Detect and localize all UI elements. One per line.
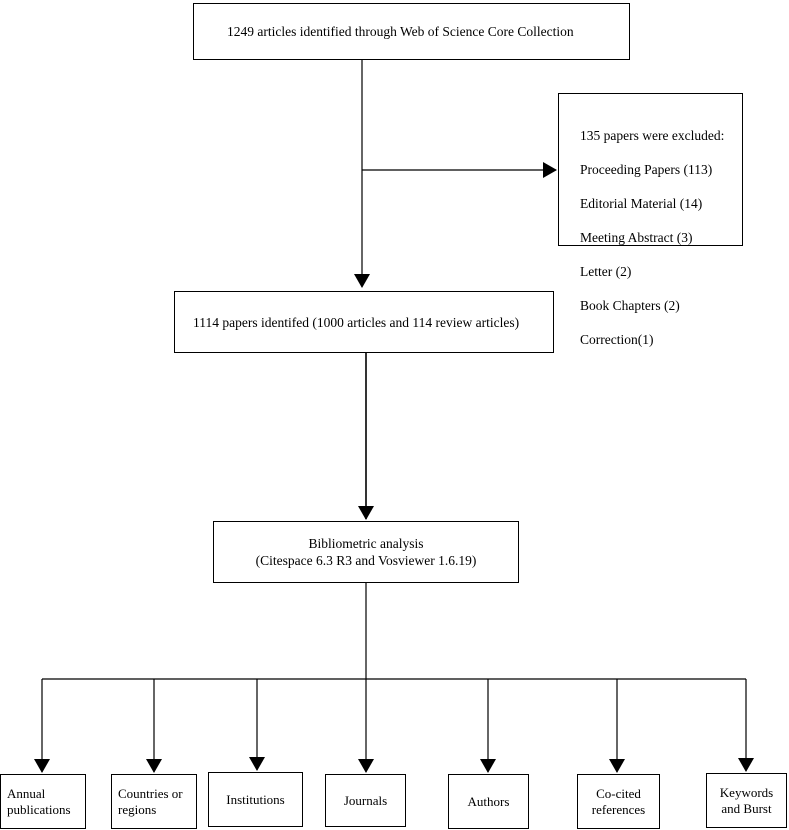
excluded-item: Editorial Material (14): [580, 196, 703, 211]
output-label: Institutions: [226, 791, 285, 807]
output-keywords-burst: Keywords and Burst: [706, 773, 787, 828]
excluded-item: Meeting Abstract (3): [580, 230, 693, 245]
output-label: Journals: [343, 792, 388, 808]
excluded-box: 135 papers were excluded: Proceeding Pap…: [558, 93, 743, 347]
output-label: Keywords and Burst: [719, 784, 774, 816]
excluded-item: Book Chapters (2): [580, 298, 680, 313]
analysis-title: Bibliometric analysis: [308, 536, 424, 551]
output-countries-regions: Countries or regions: [111, 774, 197, 829]
identified-text: 1249 articles identified through Web of …: [227, 24, 574, 39]
excluded-heading: 135 papers were excluded:: [580, 128, 725, 143]
analysis-tools: (Citespace 6.3 R3 and Vosviewer 1.6.19): [255, 553, 477, 568]
excluded-item: Correction(1): [580, 332, 654, 347]
output-journals: Journals: [325, 774, 406, 827]
output-label: Countries or regions: [118, 785, 183, 817]
included-text: 1114 papers identifed (1000 articles and…: [193, 314, 520, 330]
output-annual-publications: Annual publications: [0, 774, 86, 829]
excluded-item: Letter (2): [580, 264, 632, 279]
excluded-list: 135 papers were excluded: Proceeding Pap…: [559, 94, 742, 365]
output-cocited-references: Co-cited references: [577, 774, 660, 829]
excluded-item: Proceeding Papers (113): [580, 162, 713, 177]
output-institutions: Institutions: [208, 772, 303, 827]
output-label: Co-cited references: [591, 785, 646, 817]
included-box: 1114 papers identifed (1000 articles and…: [174, 291, 554, 353]
identified-box: 1249 articles identified through Web of …: [193, 3, 630, 60]
analysis-box: Bibliometric analysis (Citespace 6.3 R3 …: [213, 521, 519, 583]
output-label: Authors: [467, 793, 510, 809]
output-label: Annual publications: [7, 785, 71, 817]
output-authors: Authors: [448, 774, 529, 829]
